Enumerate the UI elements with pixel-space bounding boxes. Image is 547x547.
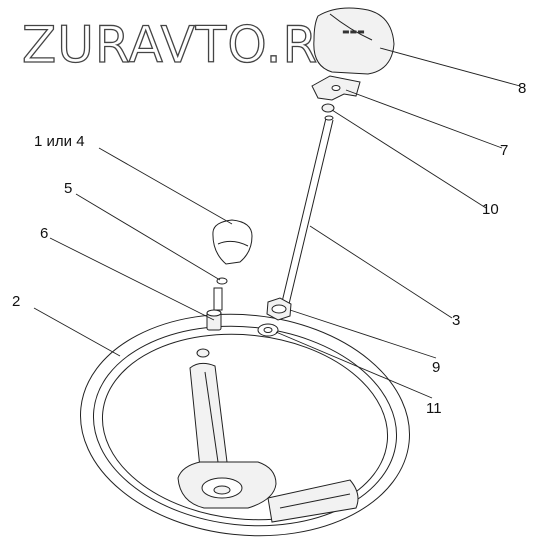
watermark: ZURAVTO.RU [22, 16, 356, 74]
steering-knob [212, 219, 253, 265]
horn-bracket [311, 75, 361, 101]
svg-text:▬▬▬: ▬▬▬ [342, 27, 365, 36]
callout-1-or-4: 1 или 4 [34, 133, 85, 150]
knob-pin [206, 287, 223, 331]
callouts: 1 или 4 2 3 5 6 7 8 9 10 11 [12, 80, 526, 417]
callout-5: 5 [64, 180, 72, 197]
steering-wheel [80, 313, 410, 537]
nut [266, 297, 292, 321]
callout-8: 8 [518, 80, 526, 97]
small-nut [321, 103, 335, 113]
callout-6: 6 [40, 225, 48, 242]
horn-cap: ▬▬▬ [313, 7, 395, 75]
callout-7: 7 [500, 142, 508, 159]
washer [257, 323, 279, 337]
callout-2: 2 [12, 293, 20, 310]
callout-11: 11 [426, 400, 442, 417]
callout-9: 9 [432, 359, 440, 376]
callout-3: 3 [452, 312, 460, 329]
leader-lines [33, 47, 521, 399]
callout-10: 10 [482, 201, 499, 218]
column-shaft [281, 115, 334, 305]
